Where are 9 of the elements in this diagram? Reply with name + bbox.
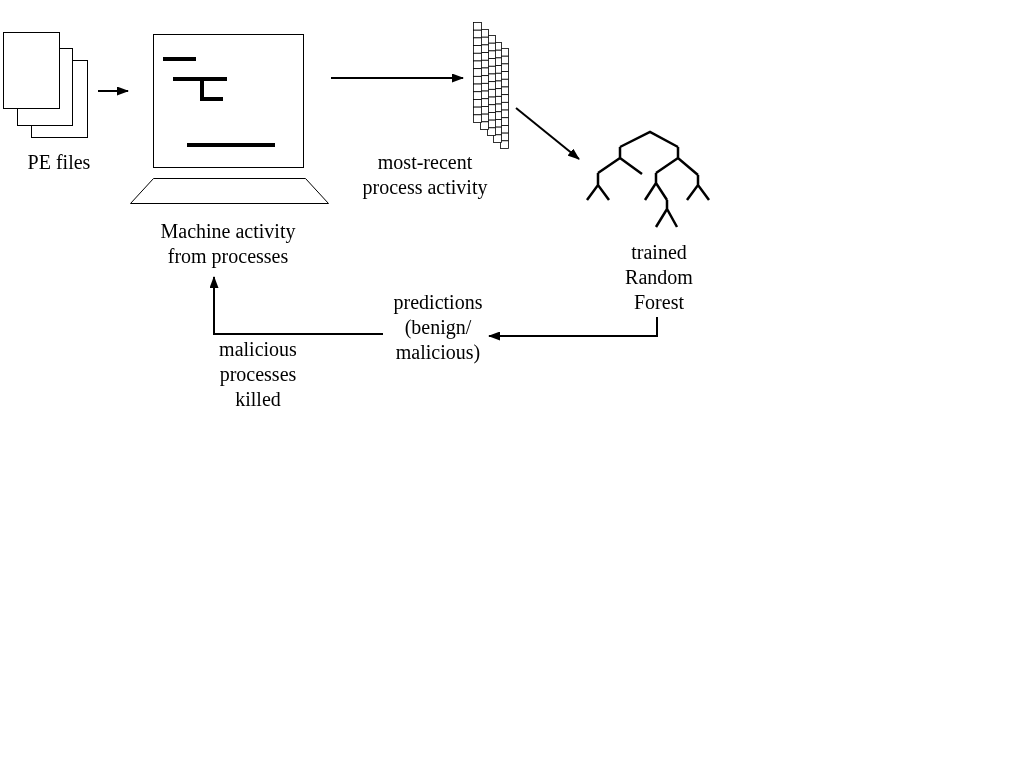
- arrow: [488, 316, 658, 341]
- node-label: Machine activity from processes: [159, 219, 297, 269]
- arrow: [97, 86, 129, 96]
- arrow: [330, 73, 464, 83]
- node-label: trained Random Forest: [624, 240, 694, 315]
- node-label: predictions (benign/ malicious): [392, 290, 484, 365]
- arrow: [209, 276, 384, 335]
- node-label: PE files: [26, 150, 92, 175]
- arrow: [515, 107, 580, 160]
